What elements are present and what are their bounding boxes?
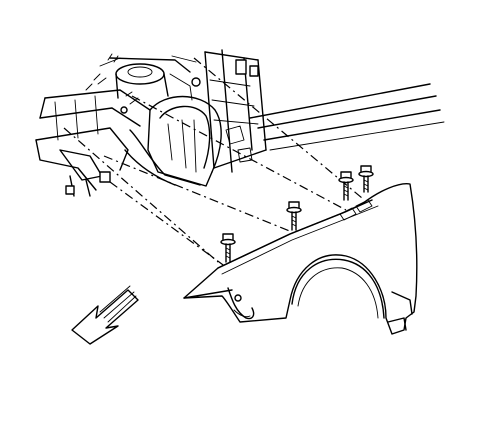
fender-bolt: [286, 201, 302, 231]
fender-bolt: [338, 171, 354, 201]
fender-bolts: [220, 165, 374, 263]
fender: [183, 183, 418, 335]
alignment-lines: [63, 57, 363, 271]
vehicle-front-structure: [35, 49, 445, 197]
fender-bolt: [358, 165, 374, 193]
fender-bolt: [220, 233, 236, 263]
forward-direction-arrow: [71, 285, 139, 345]
